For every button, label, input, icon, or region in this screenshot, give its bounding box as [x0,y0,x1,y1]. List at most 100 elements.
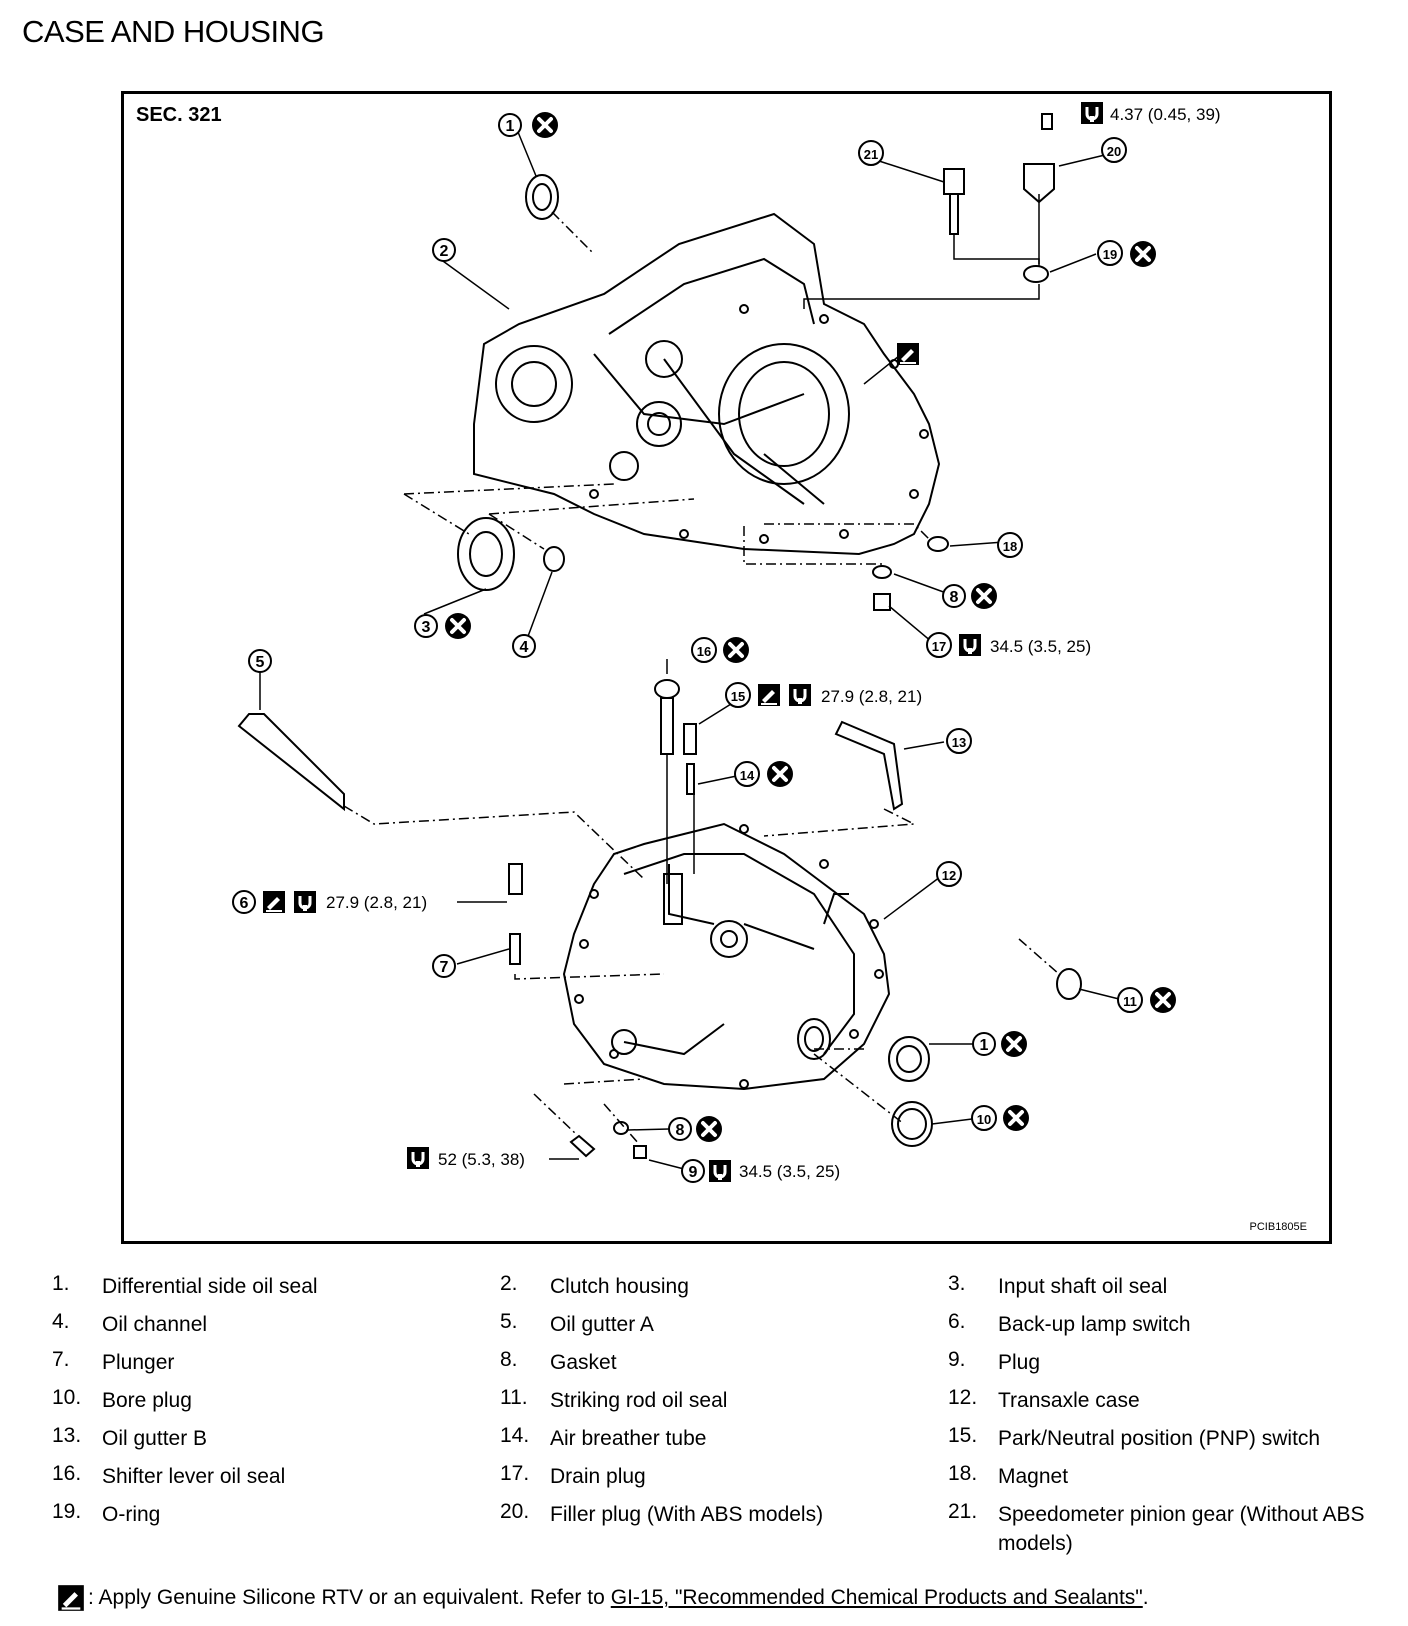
speedometer-pinion-gear [943,168,965,195]
replace-icon [1002,1104,1030,1132]
rtv-sealant-icon [262,890,286,914]
filler-plug [1023,163,1055,204]
svg-text:13: 13 [952,735,966,750]
svg-text:10: 10 [977,1112,991,1127]
page-title: CASE AND HOUSING [22,14,325,49]
torque-label-6: 27.9 (2.8, 21) [326,893,427,912]
clutch-housing-drawing [473,212,941,556]
replace-icon [444,612,472,640]
back-up-lamp-switch [508,863,523,895]
legend-item: 10.Bore plug [52,1386,192,1412]
diff-oil-seal-lower [888,1036,930,1082]
upper-leader-lines [403,131,1110,643]
rtv-sealant-icon [896,342,920,366]
legend-item: 16.Shifter lever oil seal [52,1462,286,1488]
svg-text:21: 21 [864,147,878,162]
torque-icon [293,890,317,914]
exploded-diagram-svg: 1 2 3 4 21 20 19 18 8 17 5 16 15 14 13 1… [232,101,1221,1183]
drain-bolt [569,1134,596,1158]
reference-link[interactable]: GI-15, "Recommended Chemical Products an… [610,1586,1143,1609]
gasket-upper [872,565,892,579]
legend-item: 11.Striking rod oil seal [500,1386,728,1412]
svg-text:5: 5 [256,654,265,671]
torque-icon [708,1159,732,1183]
svg-text:20: 20 [1107,144,1121,159]
callout-16: 16 [691,637,717,663]
torque-label-9: 34.5 (3.5, 25) [739,1162,840,1181]
legend-item: 4.Oil channel [52,1310,208,1336]
legend-item: 19.O-ring [52,1500,161,1526]
replace-icon [1129,240,1157,268]
callout-9: 9 [681,1159,705,1183]
legend-item: 1.Differential side oil seal [52,1272,318,1298]
gasket-lower [613,1121,629,1135]
svg-text:4: 4 [520,639,529,656]
section-label: SEC. 321 [136,104,222,126]
torque-icon [1080,101,1104,125]
callout-markers: 1 2 3 4 21 20 19 18 8 17 5 16 15 14 13 1… [232,113,1143,1183]
legend-item: 13.Oil gutter B [52,1424,208,1450]
legend-row: 1.Differential side oil seal 2.Clutch ho… [52,1272,1392,1310]
legend-item: 8.Gasket [500,1348,617,1374]
legend-item: 18.Magnet [948,1462,1069,1488]
oil-channel [543,546,565,572]
torque-label-20: 4.37 (0.45, 39) [1110,105,1221,124]
air-breather-tube [686,763,695,795]
callout-6: 6 [232,890,256,914]
torque-labels: 4.37 (0.45, 39) 34.5 (3.5, 25) 27.9 (2.8… [326,105,1221,1181]
replace-icon [1000,1030,1028,1058]
svg-text:14: 14 [740,768,755,783]
replace-icon [531,111,559,139]
legend-item: 21.Speedometer pinion gear (Without ABS … [948,1500,1365,1555]
svg-text:7: 7 [440,959,449,976]
callout-4: 4 [512,634,536,658]
parts-legend: 1.Differential side oil seal 2.Clutch ho… [52,1272,1392,1555]
callout-8-lower: 8 [668,1117,692,1141]
legend-row: 13.Oil gutter B 14.Air breather tube 15.… [52,1424,1392,1462]
input-shaft-oil-seal [457,517,515,591]
footnote-end: . [1142,1586,1149,1609]
legend-item: 2.Clutch housing [500,1272,689,1298]
drain-plug [873,593,891,611]
callout-11: 11 [1117,987,1143,1013]
replace-icon [970,582,998,610]
o-ring [1023,265,1049,283]
svg-text:16: 16 [697,644,711,659]
callout-7: 7 [432,954,456,978]
svg-text:1: 1 [980,1037,989,1054]
plug [633,1145,647,1159]
callout-21: 21 [858,140,884,166]
filler-bolt [1041,113,1053,130]
legend-item: 17.Drain plug [500,1462,646,1488]
svg-text:15: 15 [731,689,745,704]
plunger [509,933,521,965]
oil-gutter-a [237,713,345,812]
svg-text:8: 8 [950,589,959,606]
legend-item: 3.Input shaft oil seal [948,1272,1168,1298]
svg-text:9: 9 [689,1164,698,1181]
transaxle-case-drawing [562,822,891,1091]
svg-text:2: 2 [440,243,449,260]
legend-item: 7.Plunger [52,1348,175,1374]
torque-icon [788,683,812,707]
callout-12: 12 [936,861,962,887]
legend-row: 19.O-ring 20.Filler plug (With ABS model… [52,1500,1392,1555]
upper-exploded-parts [457,113,1055,611]
svg-text:3: 3 [422,619,431,636]
callout-1-upper: 1 [498,113,522,137]
legend-item: 15.Park/Neutral position (PNP) switch [948,1424,1321,1450]
legend-item: 6.Back-up lamp switch [948,1310,1191,1336]
torque-label-17: 34.5 (3.5, 25) [990,637,1091,656]
torque-label-bolt: 52 (5.3, 38) [438,1150,525,1169]
replace-icon [722,636,750,664]
legend-item: 14.Air breather tube [500,1424,707,1450]
rtv-sealant-icon [757,683,781,707]
svg-text:12: 12 [942,868,956,883]
replace-icon [766,760,794,788]
legend-row: 10.Bore plug 11.Striking rod oil seal 12… [52,1386,1392,1424]
legend-item: 5.Oil gutter A [500,1310,654,1336]
callout-8-upper: 8 [942,584,966,608]
legend-row: 16.Shifter lever oil seal 17.Drain plug … [52,1462,1392,1500]
replace-icon [695,1115,723,1143]
magnet [927,536,949,552]
